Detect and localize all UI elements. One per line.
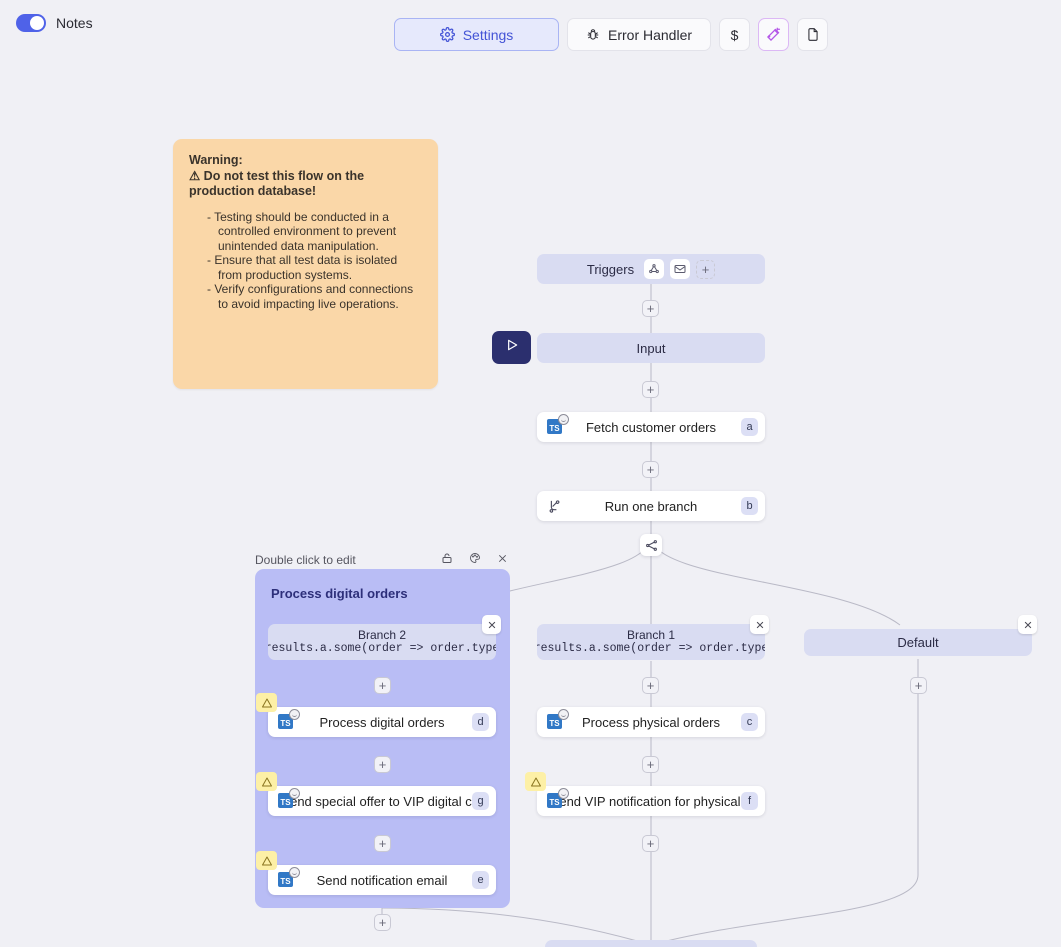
- gear-icon: [439, 27, 455, 42]
- remove-branch-2-button[interactable]: [482, 615, 501, 634]
- node-label: Run one branch: [604, 498, 698, 514]
- add-step-icon[interactable]: +: [642, 756, 659, 773]
- document-icon: [806, 27, 820, 42]
- add-step-icon[interactable]: +: [374, 756, 391, 773]
- branch-2-condition[interactable]: Branch 2 results.a.some(order => order.t…: [268, 624, 496, 660]
- branch-splitter-icon[interactable]: [640, 534, 662, 556]
- add-step-icon[interactable]: +: [910, 677, 927, 694]
- node-id-badge: a: [741, 418, 758, 436]
- toolbar-buttons: Settings Error Handler $: [394, 18, 829, 51]
- warning-icon: [525, 772, 546, 791]
- branch-expression: results.a.some(order => order.type: [268, 642, 496, 655]
- add-step-icon[interactable]: +: [642, 835, 659, 852]
- settings-button[interactable]: Settings: [394, 18, 559, 51]
- node-process-physical-orders[interactable]: TS Process physical orders c: [537, 707, 765, 737]
- warning-icon: [256, 772, 277, 791]
- play-icon: [504, 337, 520, 358]
- node-process-digital-orders[interactable]: TS Process digital orders d: [256, 693, 496, 737]
- add-step-icon[interactable]: +: [374, 914, 391, 931]
- node-id-badge: c: [741, 713, 758, 731]
- branch-1-condition[interactable]: Branch 1 results.a.some(order => order.t…: [537, 624, 765, 660]
- lock-icon[interactable]: [441, 551, 453, 569]
- typescript-icon: TS: [547, 413, 569, 436]
- note-title: Warning:: [189, 153, 243, 167]
- remove-branch-1-button[interactable]: [750, 615, 769, 634]
- list-item: Verify configurations and connections to…: [207, 282, 422, 311]
- node-fetch-customer-orders[interactable]: TS Fetch customer orders a: [537, 412, 765, 442]
- add-step-icon[interactable]: +: [642, 461, 659, 478]
- close-icon[interactable]: [497, 551, 508, 569]
- typescript-icon: TS: [278, 866, 300, 889]
- docs-button[interactable]: [797, 18, 829, 51]
- typescript-icon: TS: [547, 787, 569, 810]
- input-label: Input: [636, 340, 666, 356]
- node-label: Process physical orders: [582, 714, 720, 730]
- notes-toggle[interactable]: [16, 14, 46, 32]
- run-button[interactable]: [492, 331, 531, 364]
- node-id-badge: e: [472, 871, 489, 889]
- list-item: Ensure that all test data is isolated fr…: [207, 253, 422, 282]
- group-actions: [441, 551, 508, 569]
- node-id-badge: g: [472, 792, 489, 810]
- branch-expression: results.a.some(order => order.type: [537, 642, 765, 655]
- note-heading: ⚠ Do not test this flow on the productio…: [189, 168, 365, 199]
- note-bullet-list: Testing should be conducted in a control…: [207, 210, 422, 312]
- input-node[interactable]: Input: [537, 333, 765, 363]
- node-id-badge: b: [741, 497, 758, 515]
- node-send-vip-notification[interactable]: TS Send VIP notification for physical...…: [525, 772, 765, 816]
- bug-icon: [586, 28, 600, 42]
- magic-wand-icon: [766, 27, 781, 42]
- branch-name: Default: [897, 635, 939, 650]
- dollar-icon: $: [730, 26, 739, 43]
- add-step-icon[interactable]: +: [642, 381, 659, 398]
- warning-icon: [256, 851, 277, 870]
- branch-default[interactable]: Default: [804, 629, 1032, 656]
- node-label: Send notification email: [316, 872, 448, 888]
- group-title: Process digital orders: [271, 586, 408, 601]
- node-send-notification-email[interactable]: TS Send notification email e: [256, 851, 496, 895]
- branch-icon: [547, 499, 562, 514]
- error-handler-label: Error Handler: [608, 26, 693, 43]
- remove-branch-default-button[interactable]: [1018, 615, 1037, 634]
- branch-name: Branch 1: [626, 628, 676, 642]
- list-item: Testing should be conducted in a control…: [207, 210, 422, 254]
- top-toolbar: Notes Settings Erro: [0, 0, 1061, 62]
- add-trigger-icon[interactable]: +: [696, 259, 716, 279]
- webhook-icon[interactable]: [644, 259, 665, 279]
- settings-button-label: Settings: [462, 26, 514, 43]
- node-send-special-offer[interactable]: TS Send special offer to VIP digital c..…: [256, 772, 496, 816]
- notes-toggle-group[interactable]: Notes: [16, 14, 93, 32]
- node-run-one-branch[interactable]: Run one branch b: [537, 491, 765, 521]
- add-step-icon[interactable]: +: [642, 677, 659, 694]
- warning-note[interactable]: Warning: ⚠ Do not test this flow on the …: [173, 139, 438, 389]
- typescript-icon: TS: [278, 787, 300, 810]
- palette-icon[interactable]: [469, 551, 481, 569]
- typescript-icon: TS: [547, 708, 569, 731]
- group-hint: Double click to edit: [255, 553, 356, 567]
- node-label: Send VIP notification for physical...: [550, 793, 752, 809]
- node-label: Send special offer to VIP digital c...: [281, 793, 483, 809]
- node-id-badge: d: [472, 713, 489, 731]
- cost-button[interactable]: $: [719, 18, 751, 51]
- node-label: Fetch customer orders: [585, 419, 717, 435]
- node-id-badge: f: [741, 792, 758, 810]
- node-label: Process digital orders: [319, 714, 445, 730]
- email-icon[interactable]: [670, 259, 691, 279]
- typescript-icon: TS: [278, 708, 300, 731]
- warning-icon: [256, 693, 277, 712]
- branch-name: Branch 2: [357, 628, 407, 642]
- toggle-knob: [30, 16, 44, 30]
- notes-label: Notes: [56, 15, 93, 31]
- error-handler-button[interactable]: Error Handler: [567, 18, 712, 51]
- triggers-node[interactable]: Triggers +: [537, 254, 765, 284]
- group-header: Double click to edit: [255, 552, 510, 568]
- add-step-icon[interactable]: +: [374, 677, 391, 694]
- add-step-icon[interactable]: +: [642, 300, 659, 317]
- add-step-icon[interactable]: +: [374, 835, 391, 852]
- group-process-digital-orders[interactable]: Process digital orders: [255, 569, 510, 908]
- triggers-label: Triggers: [586, 261, 635, 277]
- merge-node[interactable]: [545, 940, 757, 947]
- ai-assist-button[interactable]: [758, 18, 790, 51]
